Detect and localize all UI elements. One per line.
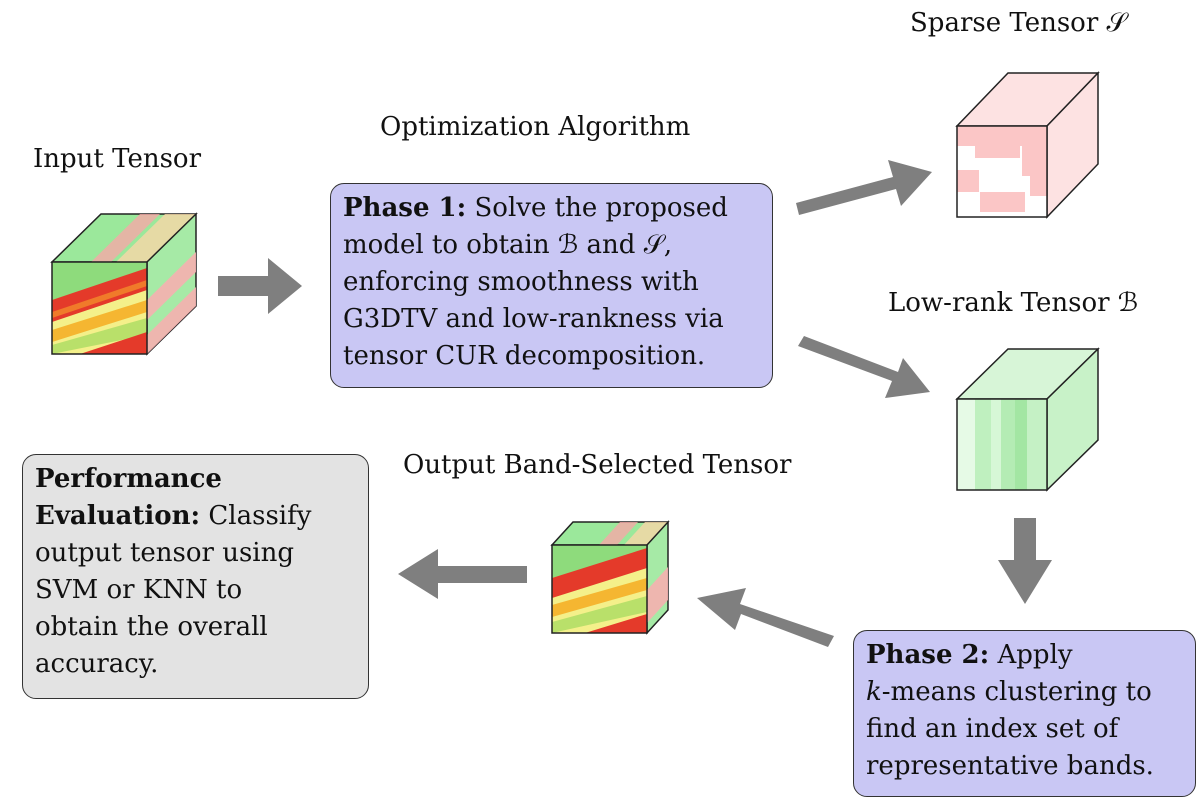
phase1-line4: G3DTV and low-rankness via xyxy=(343,304,724,334)
phase2-k: k xyxy=(866,677,882,707)
performance-heading1: Performance xyxy=(35,464,222,494)
optimization-algorithm-label: Optimization Algorithm xyxy=(380,112,691,142)
arrow-output-to-performance xyxy=(398,549,527,599)
phase1-box: Phase 1: Solve the proposed model to obt… xyxy=(330,183,773,388)
performance-line3: output tensor using xyxy=(35,538,295,568)
input-tensor-cube xyxy=(50,212,198,356)
phase1-line2: model to obtain ℬ and 𝒮, xyxy=(343,230,673,260)
performance-line5: obtain the overall xyxy=(35,612,268,642)
output-tensor-label: Output Band-Selected Tensor xyxy=(403,450,792,480)
phase1-line3: enforcing smoothness with xyxy=(343,267,699,297)
performance-line4: SVM or KNN to xyxy=(35,575,243,605)
lowrank-tensor-cube xyxy=(955,347,1100,492)
arrow-phase2-to-output xyxy=(697,588,834,647)
output-tensor-cube xyxy=(550,520,670,635)
phase2-line2-text: -means clustering to xyxy=(881,677,1152,707)
lowrank-cube-front xyxy=(957,399,1047,490)
phase1-line1: Phase 1: Solve the proposed xyxy=(343,190,760,227)
sparse-tensor-cube xyxy=(955,71,1100,219)
phase2-line3: find an index set of xyxy=(866,714,1119,744)
phase1-heading: Phase 1: xyxy=(343,193,467,223)
performance-heading2: Evaluation: xyxy=(35,501,201,531)
phase2-line2: k-means clustering to xyxy=(866,674,1183,711)
phase1-line5: tensor CUR decomposition. xyxy=(343,341,706,371)
output-cube-front xyxy=(552,545,647,633)
output-cube-top-stripe xyxy=(599,522,638,545)
performance-line2-text: Classify xyxy=(200,501,312,531)
input-tensor-label: Input Tensor xyxy=(33,144,201,174)
phase2-heading: Phase 2: xyxy=(866,640,990,670)
phase2-line4: representative bands. xyxy=(866,751,1154,781)
phase1-line1-text: Solve the proposed xyxy=(466,193,728,223)
input-cube-top-stripe2 xyxy=(116,214,196,262)
phase2-line1: Phase 2: Apply xyxy=(866,637,1183,674)
low-rank-tensor-label: Low-rank Tensor ℬ xyxy=(888,288,1139,318)
performance-line2: Evaluation: Classify xyxy=(35,498,356,535)
input-cube-side-stripe2 xyxy=(147,287,196,354)
arrows xyxy=(218,160,1052,647)
sparse-tensor-label: Sparse Tensor 𝒮 xyxy=(910,8,1127,38)
phase2-line1-text: Apply xyxy=(989,640,1073,670)
sparse-cube-pattern xyxy=(957,126,1047,212)
output-cube-side-stripe xyxy=(647,567,668,623)
arrow-lowrank-to-phase2 xyxy=(998,518,1052,604)
arrow-input-to-phase1 xyxy=(218,258,302,314)
input-cube-front xyxy=(52,262,147,354)
performance-line1: Performance xyxy=(35,461,356,498)
arrow-phase1-to-lowrank xyxy=(798,336,930,398)
performance-box: Performance Evaluation: Classify output … xyxy=(22,454,369,699)
input-cube-top-stripe xyxy=(91,214,160,262)
performance-line6: accuracy. xyxy=(35,649,159,679)
output-cube-top-stripe2 xyxy=(624,522,668,545)
input-cube-side-stripe xyxy=(147,252,196,320)
phase2-box: Phase 2: Apply k-means clustering to fin… xyxy=(853,630,1196,797)
arrow-phase1-to-sparse xyxy=(796,160,932,215)
